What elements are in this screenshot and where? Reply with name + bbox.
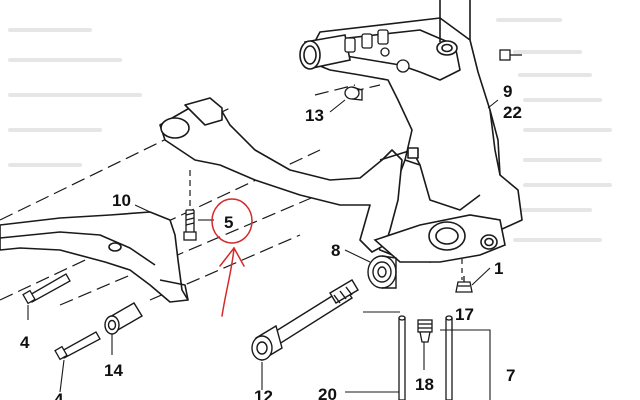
pin-20 <box>398 315 406 400</box>
background-ghost-lines <box>8 18 612 242</box>
callout-labels: 13 9 22 10 5 8 1 17 4 14 12 20 18 7 4 <box>20 82 522 400</box>
callout-12: 12 <box>254 387 273 400</box>
screw-5 <box>183 209 197 241</box>
shaft-12 <box>251 279 359 362</box>
callout-20: 20 <box>318 385 337 400</box>
callout-22: 22 <box>503 103 522 122</box>
grease-fitting-1 <box>455 276 473 293</box>
pin-7 <box>445 315 453 400</box>
fitting-18 <box>417 319 433 343</box>
annotation-circle <box>211 198 253 244</box>
lower-arm <box>0 211 189 303</box>
callout-14: 14 <box>104 361 123 380</box>
bolt-4-lower <box>54 331 101 361</box>
callout-5: 5 <box>224 213 233 232</box>
plug-13 <box>344 86 363 101</box>
callout-18: 18 <box>415 375 434 394</box>
callout-13: 13 <box>305 106 324 125</box>
annotation-arrow-head <box>219 246 245 267</box>
housing-bracket <box>304 0 523 263</box>
callout-4-lower: 4 <box>54 390 64 400</box>
red-annotation <box>211 198 253 317</box>
housing-fittings <box>344 29 410 73</box>
leader-lines <box>27 99 499 400</box>
inlet-tube <box>299 34 351 70</box>
callout-9: 9 <box>503 82 512 101</box>
bushing-14 <box>104 302 143 335</box>
callout-8: 8 <box>331 241 340 260</box>
pivot-mount <box>373 214 506 263</box>
bolt-4-upper <box>22 273 71 305</box>
callout-1: 1 <box>494 259 503 278</box>
callout-7: 7 <box>506 366 515 385</box>
annotation-arrow-shaft <box>221 247 235 317</box>
callout-17: 17 <box>455 305 474 324</box>
swivel-arm <box>159 97 421 253</box>
screw-top-right <box>499 49 522 61</box>
callout-10: 10 <box>112 191 131 210</box>
callout-4: 4 <box>20 333 30 352</box>
bearing-8 <box>367 255 397 289</box>
